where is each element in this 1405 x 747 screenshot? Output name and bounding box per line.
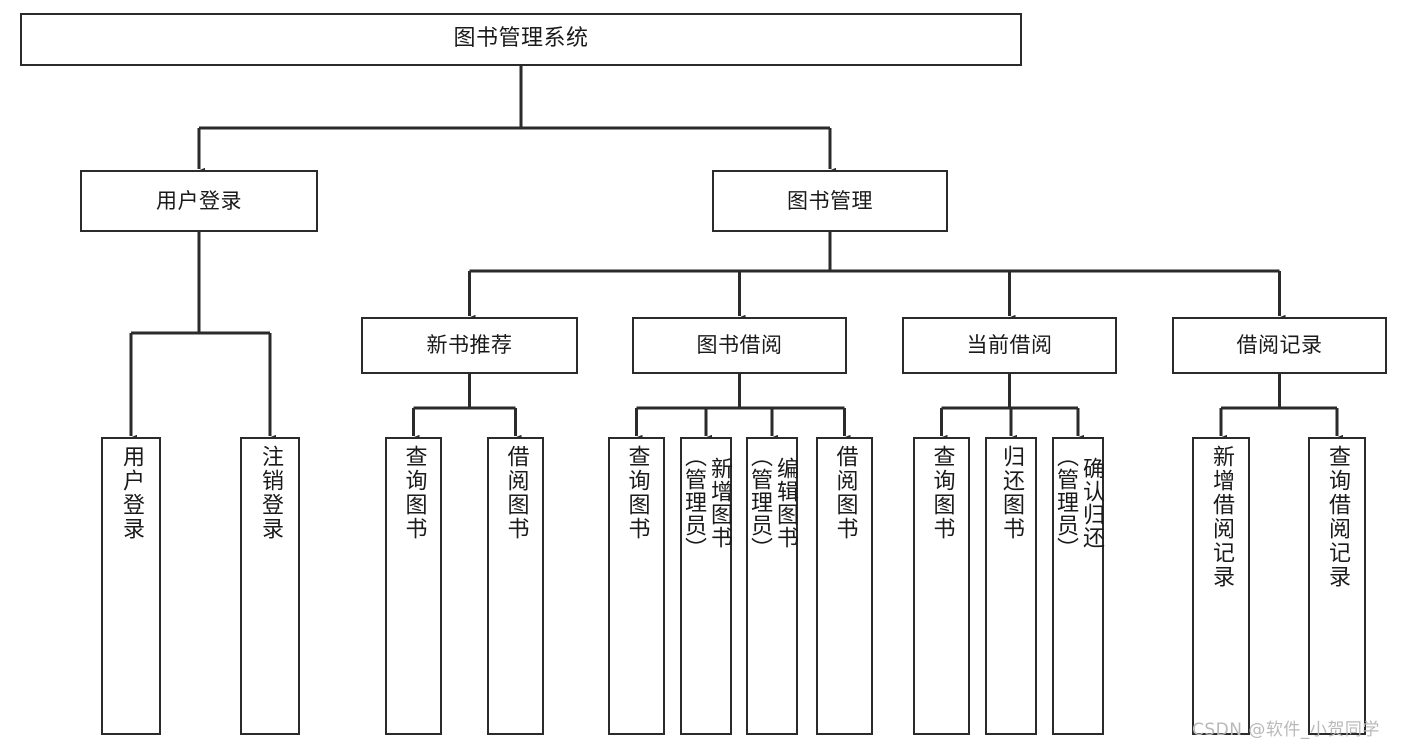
csdn-watermark: CSDN @软件_小贺同学 xyxy=(1192,720,1380,740)
node-label: 用户登录 xyxy=(156,188,242,213)
node-label: 确认归还 （管理员） xyxy=(1053,445,1104,560)
node-leaf-query-book-cur[interactable]: 查询图书 xyxy=(913,437,970,735)
node-user-login[interactable]: 用户登录 xyxy=(80,170,318,232)
node-leaf-return-book[interactable]: 归还图书 xyxy=(985,437,1037,735)
node-leaf-add-borrow-record[interactable]: 新增借阅记录 xyxy=(1192,437,1250,735)
node-leaf-query-borrow-record[interactable]: 查询借阅记录 xyxy=(1308,437,1366,735)
node-label: 当前借阅 xyxy=(966,333,1053,358)
node-leaf-borrow-book-rec[interactable]: 借阅图书 xyxy=(487,437,544,735)
node-borrow-record[interactable]: 借阅记录 xyxy=(1172,317,1387,374)
node-label: 查询图书 xyxy=(624,445,650,541)
node-leaf-query-book-borrow[interactable]: 查询图书 xyxy=(608,437,665,735)
node-leaf-logout[interactable]: 注销登录 xyxy=(240,437,300,735)
node-label: 借阅图书 xyxy=(503,445,529,541)
node-label: 图书管理系统 xyxy=(453,26,589,52)
node-label: 新书推荐 xyxy=(426,333,513,358)
node-label: 图书借阅 xyxy=(696,333,783,358)
node-label: 借阅图书 xyxy=(832,445,858,541)
node-label: 新增图书 （管理员） xyxy=(681,445,732,560)
node-book-manage[interactable]: 图书管理 xyxy=(712,170,948,232)
node-label: 查询图书 xyxy=(401,445,427,541)
node-book-borrow[interactable]: 图书借阅 xyxy=(632,317,847,374)
node-leaf-user-login[interactable]: 用户登录 xyxy=(101,437,161,735)
node-leaf-add-book-admin[interactable]: 新增图书 （管理员） xyxy=(680,437,732,735)
node-label: 用户登录 xyxy=(118,445,144,541)
node-label: 图书管理 xyxy=(787,188,873,213)
node-leaf-borrow-book[interactable]: 借阅图书 xyxy=(816,437,873,735)
node-label: 借阅记录 xyxy=(1236,333,1323,358)
node-root[interactable]: 图书管理系统 xyxy=(20,13,1022,66)
node-label: 注销登录 xyxy=(257,445,283,541)
node-label: 编辑图书 （管理员） xyxy=(747,445,798,560)
node-leaf-query-book-rec[interactable]: 查询图书 xyxy=(385,437,442,735)
node-label: 归还图书 xyxy=(998,445,1024,541)
node-label: 查询图书 xyxy=(929,445,955,541)
node-leaf-edit-book-admin[interactable]: 编辑图书 （管理员） xyxy=(746,437,798,735)
node-label: 查询借阅记录 xyxy=(1324,445,1350,589)
node-new-book-rec[interactable]: 新书推荐 xyxy=(361,317,578,374)
node-leaf-confirm-return-admin[interactable]: 确认归还 （管理员） xyxy=(1052,437,1104,735)
node-current-borrow[interactable]: 当前借阅 xyxy=(902,317,1117,374)
node-label: 新增借阅记录 xyxy=(1208,445,1234,589)
